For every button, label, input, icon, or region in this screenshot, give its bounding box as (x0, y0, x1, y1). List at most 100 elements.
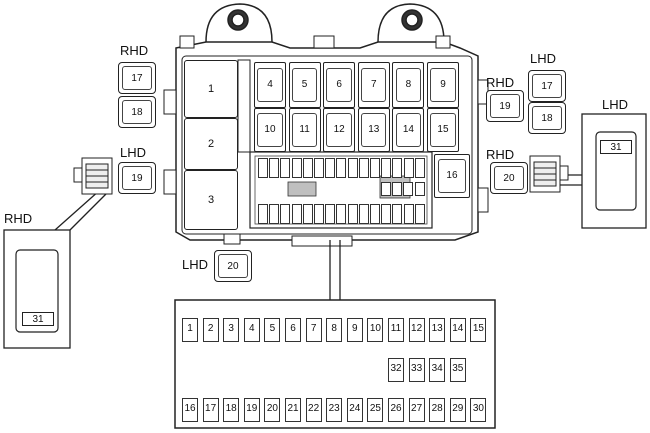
fuse-panel-bottom-label-17: 17 (205, 403, 217, 414)
relay-16: 16 (434, 154, 470, 198)
fuse-panel-mid-slot-35: 35 (449, 358, 466, 382)
relay-13: 13 (357, 108, 390, 152)
fuse-panel-bottom-label-16: 16 (184, 403, 196, 414)
relay-4-inner: 4 (257, 67, 283, 103)
mini-fuse-slot (280, 204, 291, 224)
relay-8-label: 8 (405, 79, 412, 91)
fuse-panel-top-slot-10: 10 (367, 318, 384, 342)
label-rhd-left-panel: RHD (4, 211, 33, 226)
side-fuse-right-17-label: 17 (541, 80, 553, 92)
mini-fuse-slot (370, 204, 380, 224)
relay-9-label: 9 (440, 79, 446, 91)
fuse-panel-top-label-15: 15 (472, 323, 484, 334)
relay-16-label: 16 (446, 170, 458, 182)
side-fuse-bottom-20: 20 (214, 250, 252, 282)
fuse-panel-top-slot-6: 6 (285, 318, 301, 342)
relay-5-label: 5 (301, 79, 308, 91)
fuse-panel-top-slot-4: 4 (243, 318, 260, 342)
fuse-panel-top-slot-3: 3 (223, 318, 240, 342)
relay-7-inner: 7 (361, 67, 387, 103)
mini-fuse-slot (325, 158, 336, 178)
fuse-panel-top-slot-2: 2 (202, 318, 219, 342)
fuse-panel-mid-slot-34: 34 (429, 358, 446, 382)
side-fuse-left-18-label: 18 (131, 106, 143, 118)
mini-fuse-slot (347, 158, 358, 178)
fuse-panel-bottom-slot-28: 28 (429, 398, 446, 422)
relay-10-label: 10 (264, 124, 276, 136)
relay-6: 6 (323, 62, 356, 108)
fuse-panel-mid-label-32: 32 (390, 363, 402, 374)
fuse-panel-bottom-label-26: 26 (390, 403, 402, 414)
mini-fuse-slot (370, 158, 380, 178)
mini-fuse-slot (392, 182, 403, 196)
relay-12-inner: 12 (326, 113, 352, 147)
relay-14-inner: 14 (395, 113, 422, 147)
panel-right-fuse-31: 31 (600, 140, 632, 154)
fuse-panel-mid-label-33: 33 (411, 363, 423, 374)
relay-14: 14 (392, 108, 425, 152)
fuse-panel-top-slot-1: 1 (182, 318, 198, 342)
mini-fuse-slot (381, 158, 392, 178)
relay-5-inner: 5 (291, 67, 318, 103)
fuse-panel-top-label-3: 3 (228, 323, 234, 334)
fuse-panel-bottom-slot-24: 24 (346, 398, 363, 422)
fuse-panel-bottom-label-24: 24 (349, 403, 361, 414)
relay-13-inner: 13 (361, 113, 387, 147)
relay-1: 1 (184, 60, 238, 118)
side-fuse-right-20-label: 20 (503, 172, 515, 184)
relay-10-inner: 10 (257, 113, 283, 147)
relay-12-label: 12 (333, 124, 345, 136)
fuse-panel-bottom-label-21: 21 (287, 403, 299, 414)
mini-fuse-slot (291, 158, 302, 178)
fuse-panel-top-slot-15: 15 (470, 318, 487, 342)
fuse-panel-top-label-2: 2 (207, 323, 214, 334)
side-fuse-right-18: 18 (528, 102, 566, 134)
fuse-panel-bottom-slot-20: 20 (264, 398, 281, 422)
mini-fuse-slot (336, 204, 347, 224)
relay-15: 15 (427, 108, 459, 152)
panel-right-fuse-31-label: 31 (610, 141, 622, 153)
fuse-panel-top-label-1: 1 (187, 323, 193, 334)
fuse-panel-mid-label-34: 34 (431, 363, 443, 374)
mini-fuse-slot (392, 204, 403, 224)
side-fuse-right-20: 20 (490, 162, 528, 194)
relay-8-inner: 8 (395, 67, 422, 103)
mini-fuse-slot (403, 182, 414, 196)
mini-fuse-slot (336, 158, 347, 178)
side-fuse-right-17: 17 (528, 70, 566, 102)
fuse-panel-bottom-slot-17: 17 (202, 398, 219, 422)
relay-1-label: 1 (207, 83, 215, 95)
mini-fuse-slot (258, 158, 268, 178)
relay-3: 3 (184, 170, 238, 230)
mini-fuse-slot (392, 158, 403, 178)
fuse-panel-top-slot-7: 7 (305, 318, 322, 342)
relay-7: 7 (357, 62, 390, 108)
fuse-panel-bottom-label-20: 20 (266, 403, 278, 414)
label-rhd-20-right: RHD (486, 147, 515, 162)
side-fuse-right-19: 19 (486, 90, 524, 122)
mini-fuse-slot (403, 158, 414, 178)
side-fuse-left-18: 18 (118, 96, 156, 128)
label-lhd-17-18-right: LHD (530, 51, 557, 66)
relay-4-label: 4 (267, 79, 273, 91)
mini-fuse-slot (414, 182, 425, 196)
mini-fuse-slot (358, 204, 369, 224)
fuse-panel-bottom-slot-23: 23 (326, 398, 343, 422)
fuse-panel-bottom-slot-30: 30 (470, 398, 487, 422)
mini-fuse-slot (269, 204, 280, 224)
fuse-panel-bottom-label-25: 25 (369, 403, 381, 414)
fuse-panel-bottom-slot-19: 19 (243, 398, 260, 422)
fuse-panel-top-label-4: 4 (249, 323, 255, 334)
fuse-panel-top-slot-8: 8 (326, 318, 343, 342)
fuse-panel-bottom-slot-21: 21 (285, 398, 301, 422)
fuse-panel-top-label-10: 10 (369, 323, 381, 334)
mini-fuse-slot (403, 204, 414, 224)
mini-fuse-slot (258, 204, 268, 224)
mini-fuse-slot (381, 182, 391, 196)
relay-2: 2 (184, 118, 238, 170)
fuse-panel-bottom-slot-25: 25 (367, 398, 384, 422)
fuse-panel-bottom-slot-22: 22 (305, 398, 322, 422)
mini-fuse-slot (347, 204, 358, 224)
relay-11-inner: 11 (291, 113, 318, 147)
